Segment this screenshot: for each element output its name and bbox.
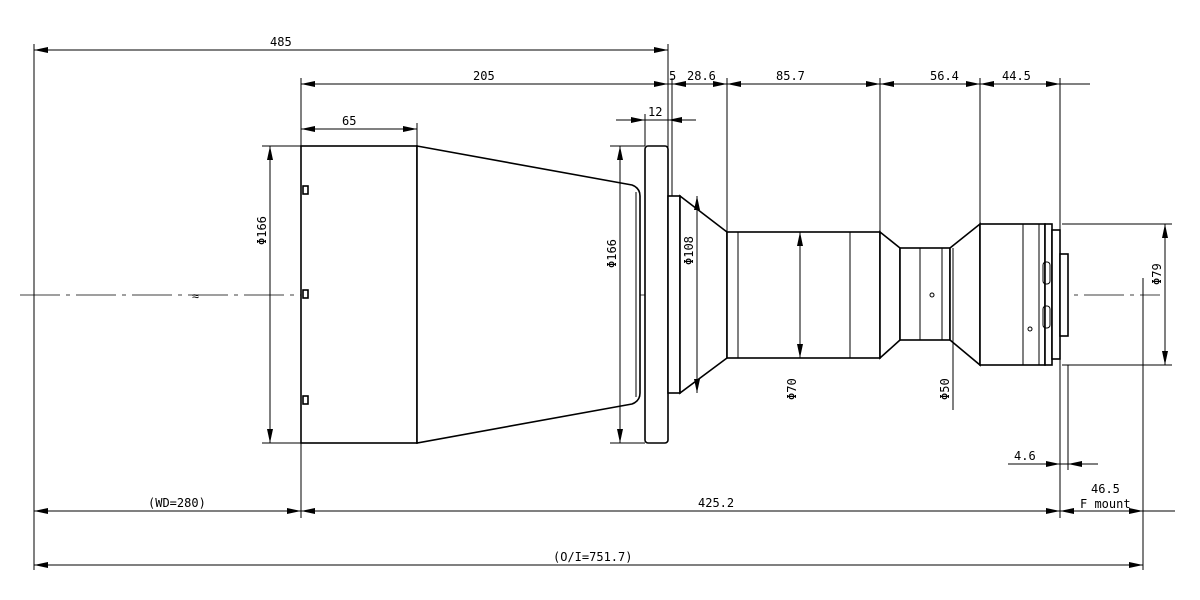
dim-mount-offset: 4.6 xyxy=(1014,449,1036,463)
dim-barrel-diameter: Φ70 xyxy=(785,378,799,400)
mount-type: F mount xyxy=(1080,497,1131,511)
dim-front-to-flange: 205 xyxy=(473,69,495,83)
dim-neck-diameter: Φ50 xyxy=(938,378,952,400)
dim-overall-length: 485 xyxy=(270,35,292,49)
lens-body xyxy=(300,145,1069,444)
dim-hood-diameter: Φ166 xyxy=(255,216,269,245)
break-symbol: ≈ xyxy=(192,289,199,303)
dim-flange-focal: 46.5 xyxy=(1091,482,1120,496)
dim-seg-5: 5 xyxy=(669,69,676,83)
dim-working-distance: (WD=280) xyxy=(148,496,206,510)
dim-seg-44-5: 44.5 xyxy=(1002,69,1031,83)
dim-object-image: (O/I=751.7) xyxy=(553,550,632,564)
dim-seg-56-4: 56.4 xyxy=(930,69,959,83)
dim-seg-28-6: 28.6 xyxy=(687,69,716,83)
dim-flange-diameter: Φ166 xyxy=(605,239,619,268)
dim-seg-85-7: 85.7 xyxy=(776,69,805,83)
dimension-lines xyxy=(34,47,1175,568)
dim-body-length: 425.2 xyxy=(698,496,734,510)
dim-hood-length: 65 xyxy=(342,114,356,128)
dim-cone-diameter: Φ108 xyxy=(682,236,696,265)
dim-flange-thickness: 12 xyxy=(648,105,662,119)
dim-rear-diameter: Φ79 xyxy=(1150,263,1164,285)
